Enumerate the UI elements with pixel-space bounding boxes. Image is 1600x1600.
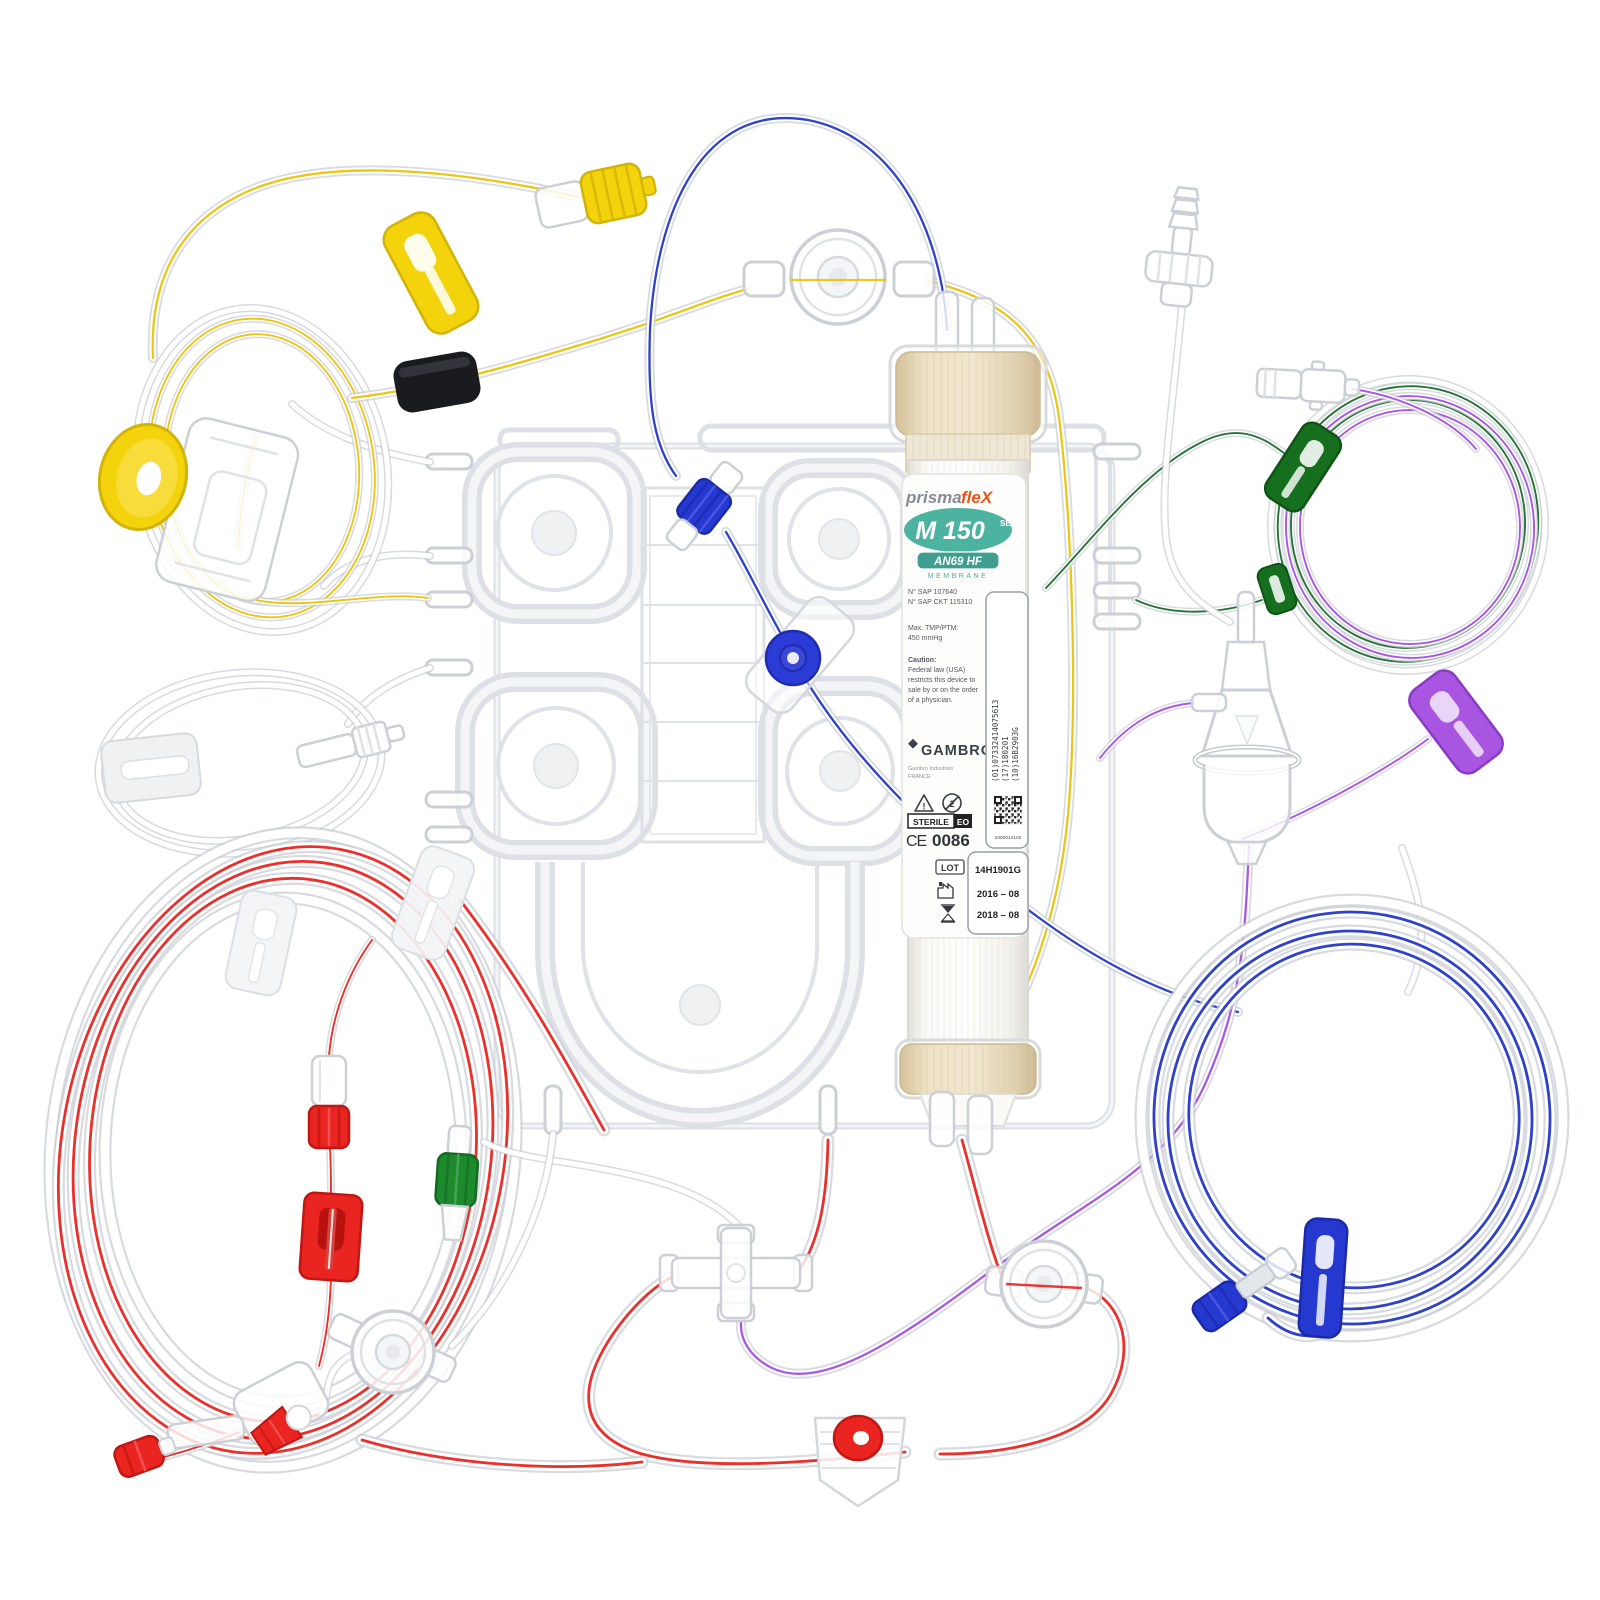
manufacture-date: 2016 – 08	[977, 889, 1019, 900]
yellow-roller-clamp	[97, 417, 300, 603]
hemofilter-cartridge: prisma fleX M 150 SET AN69 HF MEMBRANE N…	[888, 290, 1048, 1156]
model-suffix: SET	[1000, 519, 1016, 528]
four-way-cross-connector	[658, 1223, 814, 1323]
clear-tube-cross-top	[484, 1142, 739, 1226]
tmp-value: 450 mmHg	[908, 635, 942, 642]
green-purple-coil	[1256, 366, 1560, 683]
pressure-pod-right	[983, 1239, 1105, 1329]
sterile-eo-badge: STERILE EO	[907, 813, 972, 829]
green-slide-clamp	[1263, 421, 1343, 513]
lot-block: LOT 14H1901G 2016 – 08 2018 – 08	[935, 851, 1029, 935]
yellow-luer-cap	[534, 162, 657, 229]
gs1-barcode-line-3: (10)16B2903G	[1011, 727, 1020, 782]
purple-slide-clamp	[1408, 669, 1504, 775]
filter-label: prisma fleX M 150 SET AN69 HF MEMBRANE N…	[901, 473, 1029, 939]
do-not-reuse-icon: 2	[942, 793, 962, 813]
brand-prefix: prisma	[905, 488, 962, 507]
gs1-barcode-line-1: (01)07332414075613	[991, 700, 1000, 782]
yellow-roller-wheel	[97, 423, 189, 531]
stopcock-red-handle	[250, 1404, 312, 1456]
yellow-slide-clamp	[382, 211, 480, 335]
green-check-valve	[434, 1124, 480, 1242]
blue-luer-cap	[1191, 1246, 1298, 1333]
expiry-date: 2018 – 08	[977, 910, 1019, 921]
manufacturer-name: GAMBRO	[921, 743, 993, 759]
pressure-pod-left	[327, 1309, 457, 1395]
caution-line-3: sale by or on the order	[908, 687, 979, 694]
white-clamp-translucent-2	[390, 845, 476, 961]
ce-number: 0086	[932, 831, 970, 850]
membrane-label: MEMBRANE	[928, 573, 988, 580]
filter-bottom-port-left	[928, 1090, 956, 1148]
tray-label-column	[640, 486, 766, 844]
lot-value: 14H1901G	[975, 865, 1021, 876]
expiry-icon	[940, 904, 956, 923]
sterile-label: STERILE	[913, 817, 949, 827]
red-end-cap	[113, 1434, 177, 1478]
gs1-barcode-line-2: (17)180201	[1001, 736, 1010, 782]
clear-tube-tray-left-2	[348, 668, 430, 724]
white-slide-clamp-left	[100, 732, 202, 804]
pump-loop-top-left	[462, 442, 647, 624]
red-tube-luer-up	[329, 940, 372, 1056]
pump-cartridge-tray	[424, 423, 1142, 1136]
red-tube-filter-to-pod	[962, 1140, 1003, 1280]
chamber-float	[1234, 715, 1260, 747]
chamber-side-port	[1190, 692, 1228, 713]
blue-coil	[1134, 893, 1571, 1343]
pressure-pod-top	[742, 228, 936, 326]
black-sleeve	[393, 351, 481, 413]
deaeration-chamber	[1190, 590, 1302, 866]
membrane-type: AN69 HF	[933, 556, 983, 568]
serial-number: 1000014102	[995, 835, 1022, 841]
pump-loop-mid-left	[455, 672, 658, 860]
blue-luer-connector	[665, 460, 744, 552]
warning-icon: !	[914, 794, 934, 812]
caution-line-4: of a physician.	[908, 697, 953, 704]
blue-slide-clamp	[1297, 1217, 1349, 1339]
lot-label: LOT	[941, 863, 959, 873]
blue-pinch-clamp	[744, 595, 856, 715]
model-name: M 150	[915, 517, 985, 545]
yellow-tube-roller-out	[243, 596, 428, 603]
tmp-label: Max. TMP/PTM:	[908, 625, 958, 632]
clear-luer-pair-top-right	[1255, 360, 1361, 412]
caution-title: Caution:	[908, 657, 936, 664]
caution-line-1: Federal law (USA)	[908, 667, 965, 674]
brand-suffix: fleX	[961, 488, 994, 507]
green-clamp-small	[1256, 562, 1298, 616]
tray-connector-stubs	[424, 442, 1142, 1136]
caution-line-2: restricts this device to	[908, 677, 975, 684]
clear-male-luer-left	[295, 720, 406, 769]
manufacturer-sub-2: FRANCE	[908, 774, 931, 780]
yellow-tube-top-run	[153, 170, 600, 358]
stopcock-red	[113, 1361, 330, 1478]
white-clamp-translucent-1	[224, 889, 298, 997]
sterile-method: EO	[957, 817, 970, 827]
barb-connector-top-right	[1144, 186, 1214, 308]
red-tube-coil-bottom-link	[362, 1440, 642, 1467]
gambro-mark	[908, 738, 918, 749]
red-roller-clamp	[813, 1414, 907, 1508]
red-luer-connector-pair	[307, 1054, 351, 1150]
tray-u-loop	[535, 862, 865, 1128]
sap-number-1: N° SAP 107640	[908, 588, 957, 596]
qr-code	[993, 795, 1023, 825]
svg-text:!: !	[923, 802, 926, 812]
pump-loop-top-right	[758, 458, 920, 620]
model-badge	[904, 508, 1012, 552]
manufacture-date-icon	[937, 882, 954, 899]
red-tube-clamp-down	[319, 1278, 331, 1366]
manufacturer-sub-1: Gambro Industries	[908, 766, 953, 772]
sap-number-2: N° SAP CKT 115310	[908, 598, 972, 606]
red-tube-cross-up	[799, 1140, 828, 1270]
red-tube-luer-mid	[330, 1146, 331, 1196]
filter-bottom-port-right	[966, 1094, 994, 1156]
ce-mark: CE	[906, 833, 927, 850]
red-slide-clamp	[298, 1191, 364, 1283]
